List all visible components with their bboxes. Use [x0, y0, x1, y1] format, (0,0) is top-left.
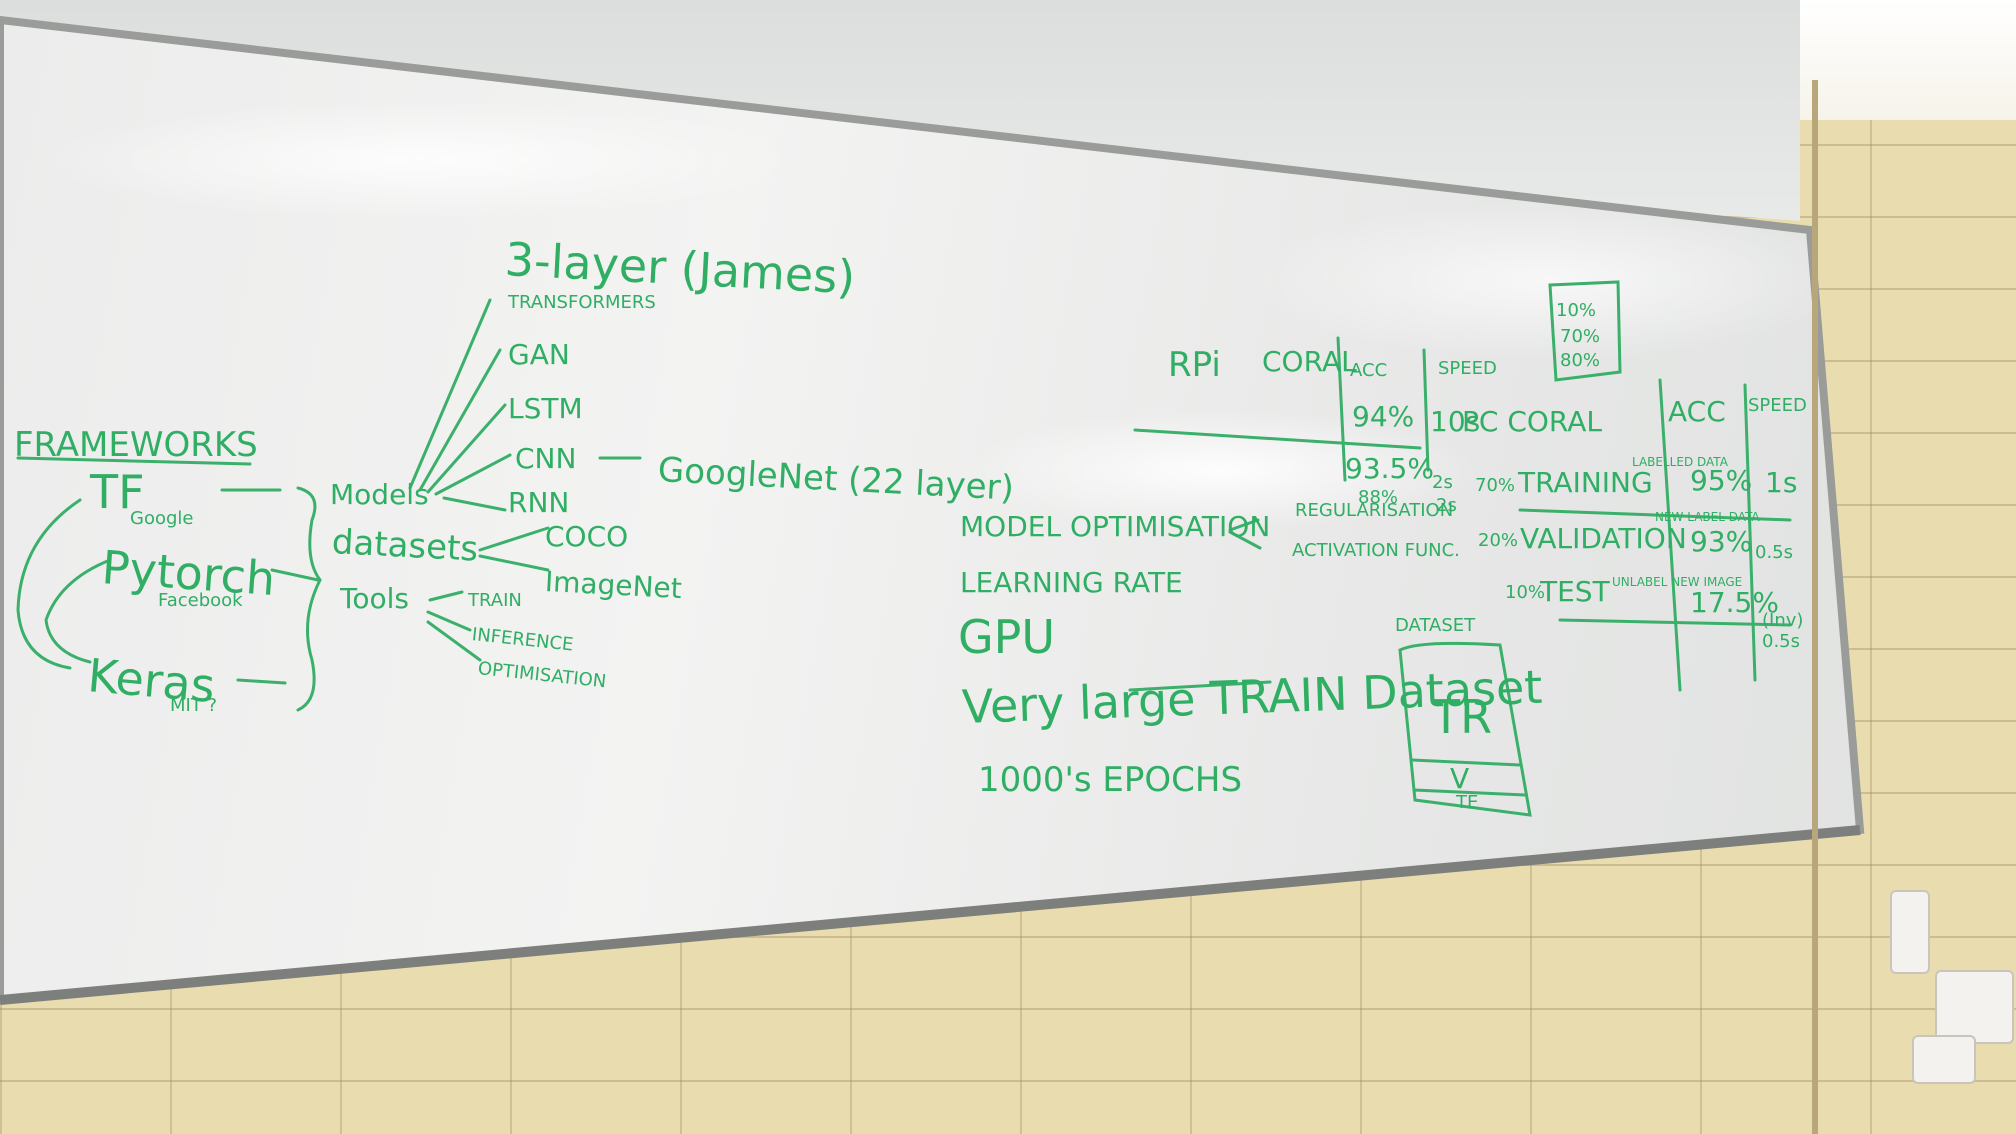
dataset-box-label: DATASET: [1395, 615, 1476, 636]
tool-train: TRAIN: [468, 590, 522, 611]
table2-row3-note: UNLABEL NEW IMAGE: [1612, 575, 1743, 589]
optimisation-activation: ACTIVATION FUNC.: [1292, 540, 1460, 561]
table2-label: PC CORAL: [1462, 405, 1602, 438]
table2-row2-pct: 20%: [1478, 530, 1519, 551]
corner-note-3: 80%: [1560, 350, 1601, 371]
table2-row2-note: NEW LABEL DATA: [1655, 510, 1760, 524]
table1-speed-1: 10s: [1430, 405, 1481, 438]
wall-socket: [1935, 970, 2014, 1044]
wall-socket-lower: [1912, 1035, 1976, 1084]
table1-acc-1: 94%: [1352, 400, 1415, 433]
framework-pytorch-note: Facebook: [158, 590, 243, 611]
dataset-box-validation: V: [1450, 762, 1470, 795]
table2-row2-speed: 0.5s: [1755, 542, 1794, 563]
table2-row1-note: LABELLED DATA: [1632, 455, 1728, 469]
table2-row3-name: TEST: [1540, 575, 1610, 608]
table2-acc-header: ACC: [1668, 395, 1726, 428]
table1-acc-2: 93.5%: [1345, 452, 1434, 485]
table1-speed-3: 2s: [1436, 495, 1457, 516]
dataset-coco: COCO: [545, 520, 629, 553]
branch-tools: Tools: [340, 582, 409, 615]
framework-keras-note: MIT ?: [170, 695, 218, 716]
table2-row3-acc: 17.5%: [1690, 586, 1779, 619]
dataset-imagenet: ImageNet: [544, 565, 683, 606]
table2-row3-speed: (Inv) 0.5s: [1762, 610, 1804, 652]
table1-rpi: RPi: [1168, 345, 1221, 385]
table1-acc-3: 88%: [1358, 487, 1399, 508]
model-rnn: RNN: [508, 486, 570, 519]
table1-acc-header: ACC: [1350, 360, 1388, 381]
model-lstm: LSTM: [508, 392, 583, 425]
model-cnn: CNN: [515, 442, 577, 475]
table2-row2-acc: 93%: [1690, 525, 1753, 558]
optimisation-learning-rate: LEARNING RATE: [960, 566, 1183, 599]
model-transformers: TRANSFORMERS: [508, 292, 656, 313]
table2-row2-name: VALIDATION: [1520, 522, 1687, 555]
table1-speed-2: 2s: [1432, 472, 1453, 493]
model-gan: GAN: [508, 338, 570, 371]
branch-datasets: datasets: [330, 522, 480, 570]
optimisation-heading: MODEL OPTIMISATION: [960, 510, 1271, 543]
table2-row1-pct: 70%: [1475, 475, 1516, 496]
table2-row1-name: TRAINING: [1518, 466, 1653, 499]
branch-models: Models: [330, 478, 429, 511]
frameworks-heading: FRAMEWORKS: [14, 425, 258, 465]
optimisation-gpu: GPU: [958, 610, 1056, 664]
table2-row1-speed: 1s: [1765, 466, 1798, 499]
wall-switch: [1890, 890, 1930, 974]
corner-note-2: 70%: [1560, 326, 1601, 347]
table2-speed-header: SPEED: [1748, 395, 1807, 416]
table2-row3-pct: 10%: [1505, 582, 1546, 603]
framework-tf: TF: [90, 465, 145, 519]
table1-speed-header: SPEED: [1438, 358, 1497, 379]
table2-row1-acc: 95%: [1690, 464, 1753, 497]
framework-tf-note: Google: [130, 508, 194, 529]
corner-note-1: 10%: [1556, 300, 1597, 321]
table1-coral: CORAL: [1262, 345, 1357, 378]
dataset-box-test: TE: [1456, 792, 1479, 813]
dataset-box-train: TR: [1432, 690, 1493, 744]
optimisation-epochs: 1000's EPOCHS: [978, 760, 1243, 800]
optimisation-regularisation: REGULARISATION: [1295, 500, 1454, 521]
